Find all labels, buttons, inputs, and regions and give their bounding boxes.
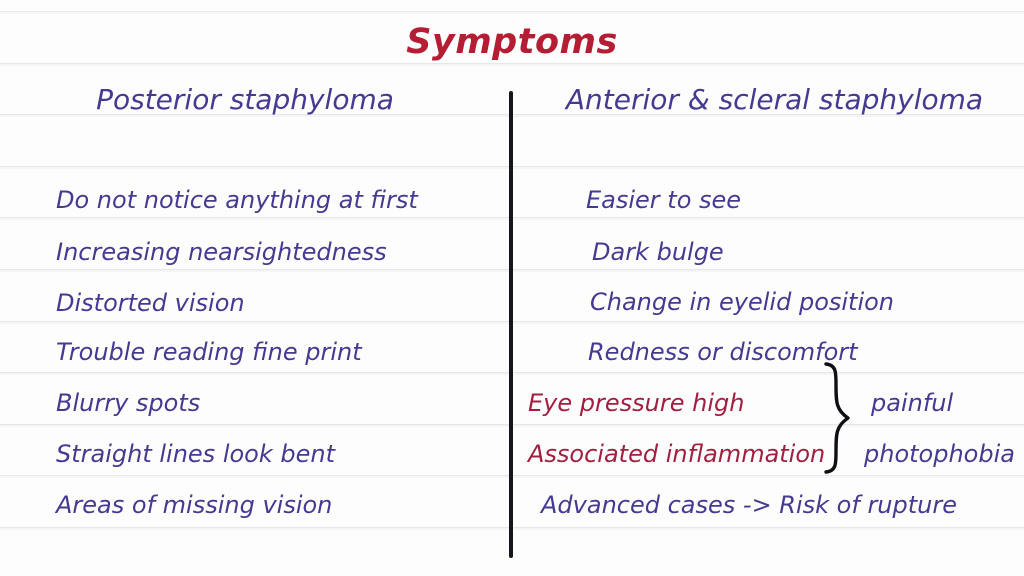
list-item: Eye pressure high <box>528 389 745 417</box>
curly-brace-icon <box>822 362 856 474</box>
list-item: Do not notice anything at first <box>56 186 418 214</box>
list-item: Dark bulge <box>592 238 724 266</box>
list-item: Areas of missing vision <box>56 491 333 519</box>
list-item: Distorted vision <box>56 289 245 317</box>
ruled-line <box>0 63 1024 66</box>
list-item: Increasing nearsightedness <box>56 238 387 266</box>
list-item: Redness or discomfort <box>588 338 858 366</box>
list-item: Trouble reading fine print <box>56 338 362 366</box>
list-item: Advanced cases -> Risk of rupture <box>541 491 958 519</box>
column-heading-posterior: Posterior staphyloma <box>96 83 394 116</box>
column-heading-anterior-scleral: Anterior & scleral staphyloma <box>565 83 984 116</box>
list-item: Blurry spots <box>56 389 201 417</box>
list-item: Easier to see <box>586 186 742 214</box>
page-title: Symptoms <box>406 22 618 62</box>
brace-label: photophobia <box>864 440 1015 468</box>
brace-label: painful <box>871 389 954 417</box>
column-divider <box>509 91 513 558</box>
list-item: Associated inflammation <box>528 440 826 468</box>
list-item: Straight lines look bent <box>56 440 335 468</box>
ruled-line <box>0 11 1024 14</box>
list-item: Change in eyelid position <box>590 288 895 316</box>
